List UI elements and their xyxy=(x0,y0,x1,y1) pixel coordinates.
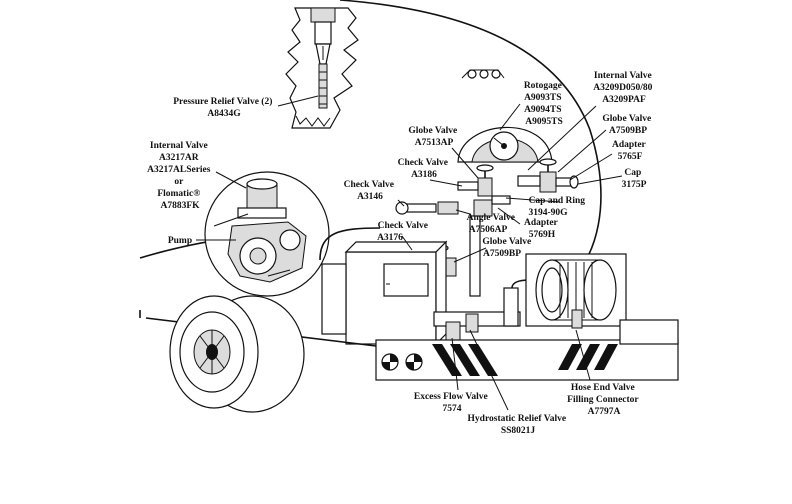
label-cap-and-ring: Cap and Ring 3194-90G xyxy=(528,196,587,218)
lower-piping xyxy=(433,279,531,341)
label-check-valve-a3146: Check Valve A3146 xyxy=(344,180,397,202)
label-adapter-5765f: Adapter 5765F xyxy=(612,140,648,162)
leader-lines xyxy=(196,95,623,411)
label-globe-valve-top-right: Globe Valve A7509BP xyxy=(602,114,653,136)
label-check-valve-a3186: Check Valve A3186 xyxy=(398,158,451,180)
pressure-relief-valve-illustration xyxy=(285,7,359,129)
truck-wheel xyxy=(169,295,305,413)
label-globe-valve-a7513ap: Globe Valve A7513AP xyxy=(408,126,459,148)
label-cap-3175p: Cap 3175P xyxy=(622,168,647,190)
callout-labels: Pressure Relief Valve (2) A8434G Interna… xyxy=(147,71,655,436)
label-angle-valve: Angle Valve A7506AP xyxy=(467,213,518,235)
label-pressure-relief-valve: Pressure Relief Valve (2) A8434G xyxy=(173,96,275,119)
rotogage-dome xyxy=(457,69,553,163)
label-internal-valve-right: Internal Valve A3209D050/80 A3209PAF xyxy=(593,71,655,105)
truck-frame xyxy=(145,263,679,381)
label-pump: Pump xyxy=(168,236,192,246)
hazard-stripes xyxy=(432,344,618,376)
label-excess-flow-valve: Excess Flow Valve 7574 xyxy=(414,392,490,414)
pump-cabinet xyxy=(344,240,448,346)
label-internal-valve-left: Internal Valve A3217AR A3217ALSeries or … xyxy=(147,141,213,211)
label-hose-end-valve: Hose End Valve Filling Connector A7797A xyxy=(567,383,641,417)
pump-inset xyxy=(204,171,330,297)
label-globe-valve-lower: Globe Valve A7509BP xyxy=(482,237,533,259)
label-adapter-5769h: Adapter 5769H xyxy=(524,218,560,240)
label-check-valve-a3176: Check Valve A3176 xyxy=(377,221,430,243)
hose-reel xyxy=(525,253,627,329)
label-rotogage: Rotogage A9093TS A9094TS A9095TS xyxy=(524,81,564,127)
label-hydrostatic-relief-valve: Hydrostatic Relief Valve SS8021J xyxy=(468,414,569,436)
